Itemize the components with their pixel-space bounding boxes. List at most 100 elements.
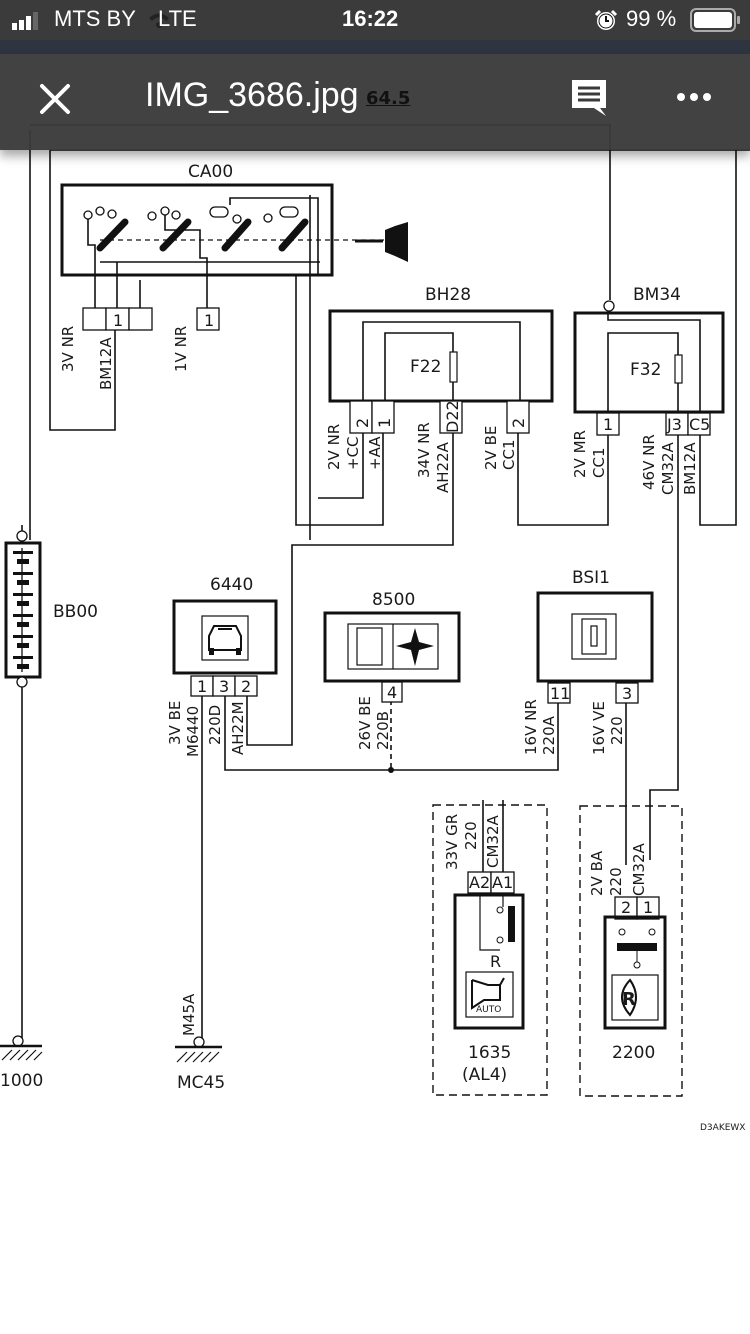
wire-spec: 2V BA — [588, 850, 606, 896]
fuse-icon — [449, 351, 458, 383]
battery-icon — [690, 8, 742, 38]
component-label: BB00 — [53, 602, 98, 622]
wire-spec: 1V NR — [172, 326, 190, 372]
component-label: BH28 — [425, 285, 471, 305]
component-2200[interactable]: 2 1 R 2200 — [579, 805, 683, 1097]
wire-code: AH22M — [229, 701, 247, 755]
comment-icon[interactable] — [570, 78, 610, 123]
connector-bm34 — [596, 412, 711, 436]
pin-label: C5 — [689, 415, 710, 434]
wire-code: CM32A — [484, 814, 502, 868]
component-label: 2200 — [612, 1043, 655, 1063]
pin-label: 2 — [509, 418, 528, 428]
component-ca00[interactable]: CA00 — [60, 162, 408, 277]
junction-dot — [388, 767, 394, 773]
pin-label: J3 — [666, 415, 682, 434]
underlay-strip — [0, 40, 750, 54]
connector-ca00-a — [82, 307, 220, 331]
component-8500[interactable]: 8500 — [323, 590, 461, 683]
pin-label: 3 — [622, 684, 632, 703]
pin-label: 2 — [621, 898, 631, 917]
alarm-icon — [594, 9, 618, 37]
pin-label: 3 — [219, 677, 229, 696]
wire-code: CC1 — [500, 440, 518, 471]
wire-spec: 34V NR — [415, 422, 433, 478]
component-6440[interactable]: 6440 — [172, 575, 278, 675]
connector-8500 — [381, 681, 403, 703]
wire-code: 220B — [374, 711, 392, 750]
signal-icon — [12, 10, 42, 36]
pin-label: 1 — [204, 311, 214, 330]
wire-spec: 3V NR — [59, 326, 77, 372]
clock: 16:22 — [342, 6, 399, 31]
battery-percent: 99 % — [626, 6, 677, 31]
component-label: BM34 — [633, 285, 681, 305]
ground-mc45: MC45 M45A — [175, 993, 225, 1093]
connector-bh28 — [349, 400, 530, 434]
wire-code: CM32A — [659, 441, 677, 495]
pin-label: A1 — [492, 873, 513, 892]
wire-spec: 16V NR — [522, 699, 540, 755]
connector-6440 — [190, 675, 258, 697]
wire-code: 220 — [607, 867, 625, 896]
viewer-header: IMG_3686.jpg 64.5 — [0, 54, 750, 150]
fuse-label: F22 — [410, 357, 441, 377]
component-label: 1000 — [0, 1071, 43, 1091]
pin-label: 2 — [241, 677, 251, 696]
component-bb00[interactable]: BB00 — [4, 530, 98, 688]
wire-code: CM32A — [630, 842, 648, 896]
horn-icon — [471, 977, 505, 1010]
pin-label: 1 — [643, 898, 653, 917]
wire-spec: 3V BE — [166, 701, 184, 745]
wire-spec: 16V VE — [590, 701, 608, 755]
wire-code: M6440 — [184, 706, 202, 757]
ground-1000: 1000 — [0, 1035, 43, 1091]
wires — [21, 124, 750, 1042]
more-icon[interactable] — [676, 90, 712, 108]
wire-code: 220 — [462, 821, 480, 850]
car-icon — [208, 625, 242, 655]
key-icon — [355, 222, 408, 262]
pin-label: D22 — [443, 400, 462, 433]
reverse-label: R — [622, 989, 636, 1010]
reverse-light-icon — [621, 978, 637, 1017]
fuse-label: F32 — [630, 360, 661, 380]
wire-spec: 2V MR — [571, 430, 589, 478]
pin-label: 1 — [113, 311, 123, 330]
wire-code: 220D — [206, 705, 224, 745]
page-reference: 64.5 — [366, 88, 411, 109]
pin-label: 1 — [197, 677, 207, 696]
fuse-icon — [674, 354, 683, 384]
carrier-name: MTS BY — [54, 6, 136, 31]
auto-label: AUTO — [476, 1005, 501, 1015]
component-bsi1[interactable]: BSI1 — [536, 568, 654, 683]
wire-code: BM12A — [681, 442, 699, 495]
wire-spec: 33V GR — [443, 814, 461, 870]
wire-code: 220 — [608, 716, 626, 745]
pin-label: 2 — [353, 418, 372, 428]
pin-label: 4 — [387, 683, 397, 702]
component-label: 8500 — [372, 590, 415, 610]
network-type: LTE — [158, 6, 197, 31]
reference-code: D3AKEWX — [700, 1123, 745, 1133]
chip-icon — [356, 627, 383, 666]
wire-code: CC1 — [590, 448, 608, 479]
wire-spec: 2V NR — [325, 424, 343, 470]
pin-label: 1 — [603, 415, 613, 434]
wire-code: 220A — [540, 715, 558, 755]
pin-label: 1 — [375, 418, 394, 428]
wire-code: M45A — [180, 993, 198, 1036]
close-icon[interactable] — [38, 82, 72, 121]
component-bh28[interactable]: BH28 F22 — [328, 285, 554, 403]
relay-label: R — [490, 952, 501, 971]
component-bm34[interactable]: BM34 F32 — [573, 285, 725, 414]
component-1635[interactable]: A2 A1 R AUTO 1635 (AL4) — [432, 804, 548, 1096]
compass-icon — [396, 628, 434, 666]
pin-label: A2 — [469, 873, 490, 892]
wire-code: BM12A — [97, 337, 115, 390]
component-sublabel: (AL4) — [462, 1065, 507, 1085]
file-title: IMG_3686.jpg — [145, 76, 359, 114]
pin-label: 11 — [550, 684, 570, 703]
wifi-icon — [148, 9, 170, 35]
